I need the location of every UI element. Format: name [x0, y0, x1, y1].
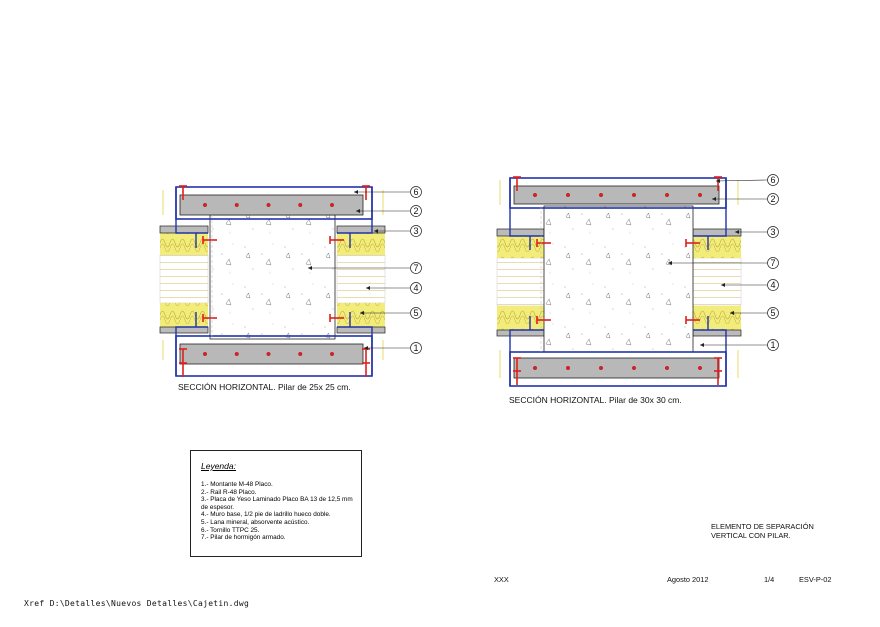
fixing-dot [234, 202, 239, 207]
fixing-dot [599, 192, 604, 197]
caption-left: SECCIÓN HORIZONTAL. Pilar de 25x 25 cm. [178, 382, 351, 392]
screw-icon [202, 236, 217, 244]
element-name-line1: ELEMENTO DE SEPARACIÓN [711, 522, 814, 531]
callout-label: 1 [770, 340, 775, 350]
xref-path: Xref D:\Detalles\Nuevos Detalles\Cajetin… [24, 599, 250, 608]
fixing-dot [298, 352, 303, 357]
legend-item: 2.- Rail R-48 Placo. [201, 488, 257, 496]
callout-label: 6 [413, 187, 418, 197]
drawing-code: ESV-P-02 [799, 575, 832, 584]
screw-icon [179, 185, 187, 200]
callouts-left: 6 2 3 7 4 5 1 [308, 186, 422, 354]
callouts-right: 6 2 3 7 4 5 1 [668, 174, 779, 351]
fixing-dot [234, 352, 239, 357]
legend-item: 1.- Montante M-48 Placo. [201, 481, 273, 488]
callout-7: 7 [668, 257, 779, 269]
callout-label: 3 [413, 226, 418, 236]
callout-1: 1 [700, 339, 779, 351]
legend-item: 3.- Placa de Yeso Laminado Placo BA 13 d… [201, 496, 353, 511]
fixing-dot [202, 352, 207, 357]
brick-wall-right [336, 254, 386, 304]
fixing-dot [698, 192, 703, 197]
screw-icon [513, 357, 521, 372]
legend-box: Leyenda: 1.- Montante M-48 Placo. 2.- Ra… [190, 450, 362, 557]
callout-label: 5 [770, 308, 775, 318]
callout-4: 4 [721, 279, 779, 291]
fixing-dot [632, 192, 637, 197]
date-field: Agosto 2012 [667, 575, 709, 584]
callout-5: 5 [360, 307, 422, 319]
caption-right: SECCIÓN HORIZONTAL. Pilar de 30x 30 cm. [509, 395, 682, 405]
callout-label: 7 [413, 263, 418, 273]
screw-icon [179, 348, 187, 363]
callout-2: 2 [712, 193, 779, 205]
fixing-dot [298, 202, 303, 207]
fixing-dot [665, 366, 670, 371]
screw-icon [685, 316, 700, 324]
fixing-dot [665, 192, 670, 197]
callout-3: 3 [374, 225, 422, 237]
legend-title: Leyenda: [201, 461, 236, 471]
screw-icon [513, 176, 521, 191]
callout-label: 3 [770, 227, 775, 237]
screw-icon [714, 370, 722, 385]
section-25x25 [159, 185, 386, 377]
callout-label: 6 [770, 175, 775, 185]
screw-icon [362, 185, 370, 200]
fixing-dot [698, 366, 703, 371]
legend-list: 1.- Montante M-48 Placo. 2.- Rail R-48 P… [201, 481, 361, 542]
callout-1: 1 [364, 342, 422, 354]
section-30x30 [496, 176, 742, 387]
callout-label: 4 [770, 280, 775, 290]
screw-icon [329, 314, 344, 322]
fixing-dot [533, 192, 538, 197]
callout-7: 7 [308, 262, 422, 274]
screw-icon [179, 362, 187, 377]
screw-icon [536, 316, 551, 324]
callout-label: 2 [413, 206, 418, 216]
screw-icon [685, 239, 700, 247]
brick-wall-left [159, 254, 209, 304]
callout-3: 3 [735, 226, 779, 238]
fixing-dot [566, 192, 571, 197]
screw-icon [714, 357, 722, 372]
screw-icon [714, 176, 722, 191]
sheet-number: 1/4 [764, 575, 775, 584]
screw-icon [329, 236, 344, 244]
field-xxx: XXX [494, 575, 509, 584]
callout-6: 6 [354, 186, 422, 198]
fixing-dot [632, 366, 637, 371]
fixing-dot [266, 202, 271, 207]
legend-item: 6.- Tornillo TTPC 25. [201, 526, 260, 534]
legend-item: 7.- Pilar de hormigón armado. [201, 534, 286, 542]
callout-5: 5 [730, 307, 779, 319]
callout-label: 7 [770, 258, 775, 268]
fixing-dot [202, 202, 207, 207]
screw-icon [513, 370, 521, 385]
callout-label: 1 [413, 343, 418, 353]
fixing-dot [330, 202, 335, 207]
fixing-dot [566, 366, 571, 371]
screw-icon [536, 239, 551, 247]
legend-item: 5.- Lana mineral, absorvente acústico. [201, 518, 310, 526]
fixing-dot [330, 352, 335, 357]
fixing-dot [266, 352, 271, 357]
legend-item: 4.- Muro base, 1/2 pie de ladrillo hueco… [201, 511, 331, 519]
element-name-line2: VERTICAL CON PILAR. [711, 531, 791, 540]
fixing-dot [533, 366, 538, 371]
callout-label: 4 [413, 283, 418, 293]
screw-icon [202, 314, 217, 322]
fixing-dot [599, 366, 604, 371]
callout-6: 6 [715, 174, 779, 186]
callout-4: 4 [366, 282, 422, 294]
callout-label: 2 [770, 194, 775, 204]
callout-2: 2 [356, 205, 422, 217]
callout-label: 5 [413, 308, 418, 318]
screw-icon [362, 362, 370, 377]
